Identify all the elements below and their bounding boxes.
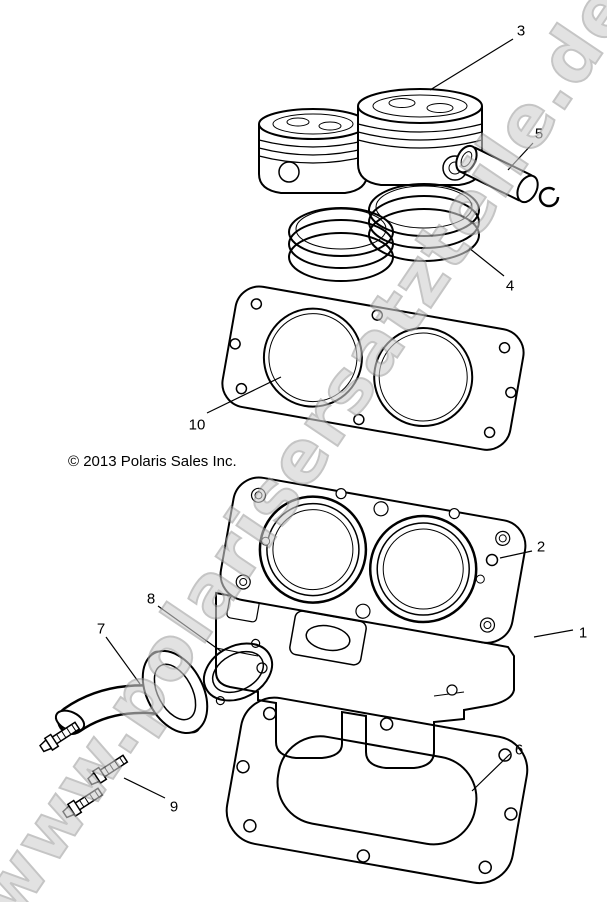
callout-1: 1	[579, 625, 587, 642]
cylinder-body	[215, 591, 515, 769]
base-gasket	[225, 696, 529, 885]
piston-ring-set-left	[288, 207, 394, 282]
callout-9: 9	[170, 799, 178, 816]
bolt	[87, 754, 129, 786]
callout-4: 4	[506, 278, 514, 295]
piston-ring-set-right	[368, 183, 480, 262]
callout-6: 6	[515, 742, 523, 759]
head-gasket	[221, 285, 525, 451]
bolt	[39, 721, 81, 753]
dowel-pin	[485, 553, 499, 567]
inlet-bolts	[39, 721, 129, 819]
callout-7: 7	[97, 621, 105, 638]
bolt	[62, 787, 104, 819]
callout-5: 5	[535, 126, 543, 143]
inlet-gasket	[202, 638, 274, 706]
callout-10: 10	[189, 417, 206, 434]
piston-right	[357, 88, 483, 186]
piston-left	[258, 108, 368, 194]
cylinder	[215, 476, 527, 769]
callout-2: 2	[537, 539, 545, 556]
callout-8: 8	[147, 591, 155, 608]
cylinder-top-deck	[219, 476, 527, 644]
copyright-text: © 2013 Polaris Sales Inc.	[68, 453, 237, 470]
circlip	[538, 186, 560, 208]
water-inlet-fitting	[54, 649, 209, 735]
callout-3: 3	[517, 23, 525, 40]
piston-pin	[455, 144, 539, 204]
leader-lines	[105, 38, 574, 799]
